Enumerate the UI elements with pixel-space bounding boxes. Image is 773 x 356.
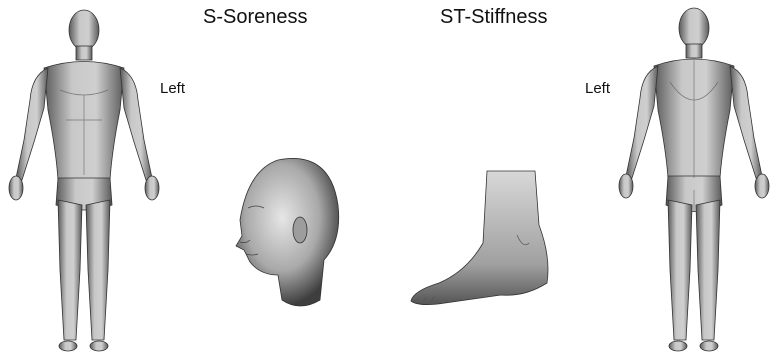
back-arm-right[interactable] xyxy=(730,66,762,178)
back-head[interactable] xyxy=(679,8,709,48)
front-head[interactable] xyxy=(69,10,99,50)
front-body-figure[interactable] xyxy=(0,0,170,356)
back-foot-right[interactable] xyxy=(700,341,718,351)
back-leg-right[interactable] xyxy=(696,200,720,340)
back-leg-left[interactable] xyxy=(668,200,692,340)
front-leg-right[interactable] xyxy=(58,200,82,340)
foot-ankle-leg[interactable] xyxy=(411,171,548,305)
front-arm-left[interactable] xyxy=(120,68,152,180)
front-arm-right[interactable] xyxy=(16,68,48,180)
legend-stiffness: ST-Stiffness xyxy=(440,6,547,29)
front-neck[interactable] xyxy=(76,46,92,60)
front-foot-right[interactable] xyxy=(59,341,77,351)
back-neck[interactable] xyxy=(686,44,702,58)
front-foot-left[interactable] xyxy=(90,341,108,351)
legend-soreness: S-Soreness xyxy=(203,6,308,29)
back-hand-left[interactable] xyxy=(619,174,633,198)
front-leg-left[interactable] xyxy=(86,200,110,340)
back-body-figure[interactable] xyxy=(612,0,773,356)
back-arm-left[interactable] xyxy=(626,66,658,178)
back-hand-right[interactable] xyxy=(755,174,769,198)
head-side-figure[interactable] xyxy=(220,150,360,320)
head-ear[interactable] xyxy=(293,217,307,243)
foot-side-figure[interactable] xyxy=(405,165,565,315)
left-side-label-back: Left xyxy=(585,80,610,97)
front-hand-left[interactable] xyxy=(145,176,159,200)
head-cranium[interactable] xyxy=(236,158,339,306)
back-foot-left[interactable] xyxy=(669,341,687,351)
front-hand-right[interactable] xyxy=(9,176,23,200)
